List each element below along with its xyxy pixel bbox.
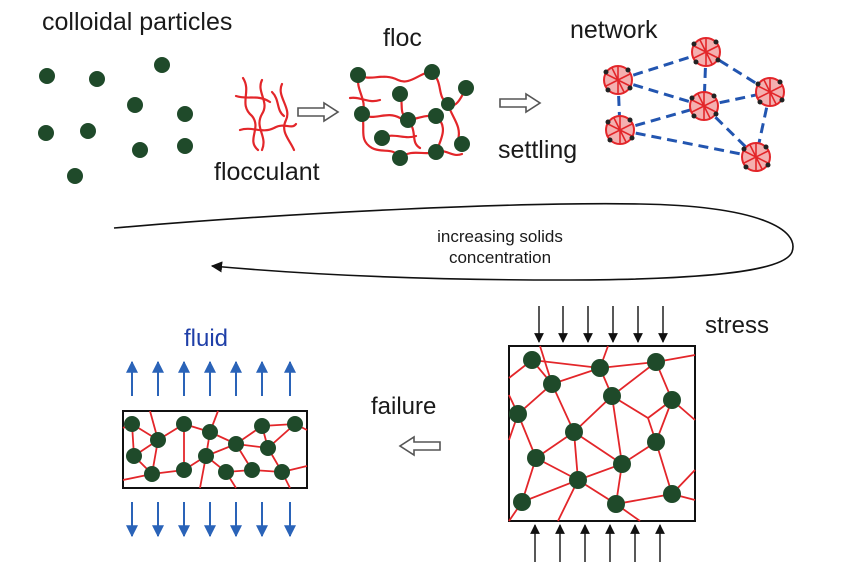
process-arrow-icon	[297, 102, 339, 122]
mini-floc	[605, 115, 635, 145]
fluid-arrows-up	[126, 360, 296, 396]
label-flocculant: flocculant	[214, 158, 320, 186]
failure-arrow-icon	[399, 436, 441, 456]
label-fluid: fluid	[184, 325, 229, 352]
label-settling: settling	[498, 136, 578, 164]
floc-network	[603, 37, 785, 172]
fluid-arrows-down	[126, 502, 296, 538]
label-colloidal-particles: colloidal particles	[42, 8, 233, 36]
mini-floc	[603, 65, 633, 95]
label-increasing-concentration: increasing solids concentration	[402, 226, 598, 269]
floc-cluster	[348, 64, 474, 166]
label-stress: stress	[705, 312, 770, 339]
mini-floc	[689, 91, 719, 121]
label-failure: failure	[371, 393, 437, 420]
stress-arrows-top	[534, 306, 668, 343]
label-increasing-line1: increasing solids	[437, 227, 563, 246]
increasing-concentration-arrow	[113, 202, 794, 281]
label-network: network	[570, 16, 658, 44]
colloidal-particles	[38, 57, 193, 184]
stress-box	[508, 345, 696, 522]
label-increasing-line2: concentration	[448, 248, 552, 268]
mini-floc	[741, 142, 771, 172]
label-floc: floc	[383, 24, 422, 52]
mini-floc	[755, 77, 785, 107]
mini-floc	[691, 37, 721, 67]
settling-arrow-icon	[499, 93, 541, 113]
flocculant-strands	[234, 76, 298, 152]
fluid-box	[122, 410, 308, 489]
stress-arrows-bottom	[530, 524, 665, 562]
